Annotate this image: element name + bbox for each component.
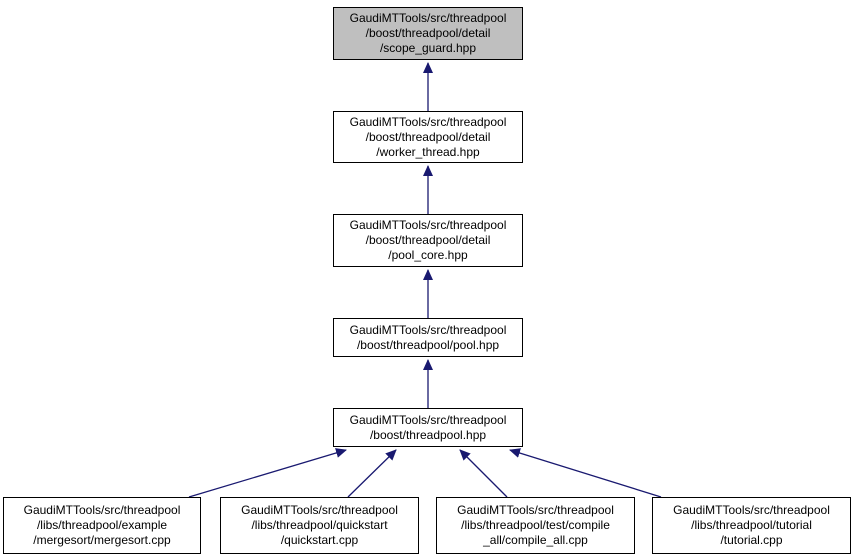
node-label: GaudiMTTools/src/threadpool /boost/threa…: [349, 412, 507, 442]
node-label: GaudiMTTools/src/threadpool /boost/threa…: [349, 11, 507, 55]
node-label: GaudiMTTools/src/threadpool /boost/threa…: [349, 218, 507, 262]
edge-quickstart-to-threadpool: [347, 449, 397, 498]
graph-node-pool-core-hpp[interactable]: GaudiMTTools/src/threadpool /boost/threa…: [333, 214, 523, 267]
node-label: GaudiMTTools/src/threadpool /boost/threa…: [349, 322, 507, 352]
node-label: GaudiMTTools/src/threadpool /libs/thread…: [23, 503, 181, 547]
edge-tutorial-to-threadpool: [509, 448, 662, 498]
edge-mergesort-to-threadpool: [188, 448, 347, 498]
graph-node-quickstart-cpp[interactable]: GaudiMTTools/src/threadpool /libs/thread…: [220, 497, 419, 554]
node-label: GaudiMTTools/src/threadpool /boost/threa…: [349, 114, 507, 159]
graph-node-tutorial-cpp[interactable]: GaudiMTTools/src/threadpool /libs/thread…: [652, 497, 851, 554]
graph-node-worker-thread-hpp[interactable]: GaudiMTTools/src/threadpool /boost/threa…: [333, 111, 523, 163]
graph-node-threadpool-hpp[interactable]: GaudiMTTools/src/threadpool /boost/threa…: [333, 408, 523, 447]
node-label: GaudiMTTools/src/threadpool /libs/thread…: [241, 503, 398, 547]
graph-node-mergesort-cpp[interactable]: GaudiMTTools/src/threadpool /libs/thread…: [3, 497, 201, 554]
node-label: GaudiMTTools/src/threadpool /libs/thread…: [673, 503, 830, 547]
node-label: GaudiMTTools/src/threadpool /libs/thread…: [457, 503, 614, 547]
graph-node-pool-hpp[interactable]: GaudiMTTools/src/threadpool /boost/threa…: [333, 318, 523, 357]
edge-compile-all-to-threadpool: [459, 449, 508, 498]
graph-node-compile-all-cpp[interactable]: GaudiMTTools/src/threadpool /libs/thread…: [436, 497, 635, 554]
graph-node-scope-guard-hpp[interactable]: GaudiMTTools/src/threadpool /boost/threa…: [333, 7, 523, 60]
